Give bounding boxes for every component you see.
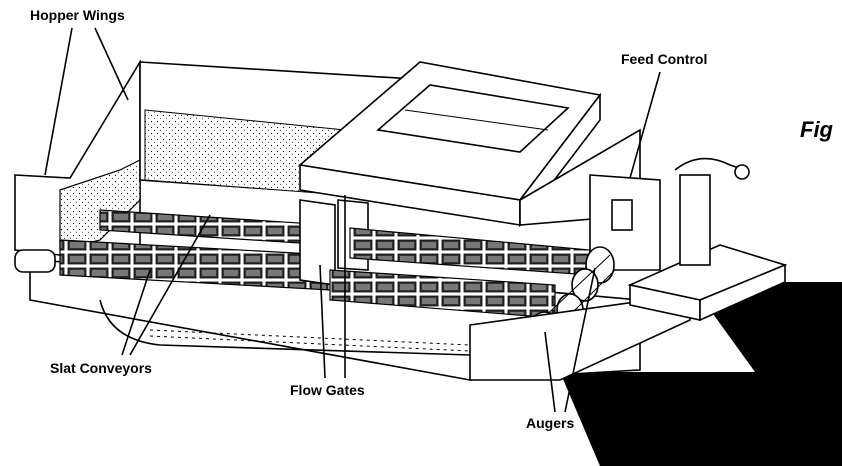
leader-auger-left [544, 331, 556, 413]
steering-wheel [734, 164, 750, 180]
leader-hopper-right [94, 27, 129, 101]
label-feed-control: Feed Control [621, 51, 707, 67]
leader-flow-gate-left [319, 264, 326, 379]
label-slat-conveyors: Slat Conveyors [50, 360, 152, 376]
leader-slat-right [129, 214, 211, 356]
control-arm [674, 157, 746, 171]
screed-platform-edge [699, 263, 786, 322]
figure-label: Fig [800, 117, 834, 142]
feed-control-knob [611, 199, 633, 231]
label-augers: Augers [526, 415, 574, 431]
leader-auger-right [564, 267, 596, 413]
leader-hopper-left [44, 27, 73, 176]
leader-screed [629, 384, 676, 446]
leader-feed-control [629, 71, 661, 179]
control-post [679, 174, 711, 266]
engine-cover-inner [376, 84, 570, 153]
screed-mat [560, 372, 842, 466]
track-treads [149, 329, 471, 352]
label-hopper-wings: Hopper Wings [30, 7, 125, 23]
left-roller [14, 249, 56, 273]
leader-slat-left [121, 269, 151, 356]
engine-cover-seam [404, 109, 549, 131]
label-flow-gates: Flow Gates [290, 382, 365, 398]
right-slat-conveyor-upper [349, 227, 591, 276]
label-screed: Screed [650, 447, 697, 463]
